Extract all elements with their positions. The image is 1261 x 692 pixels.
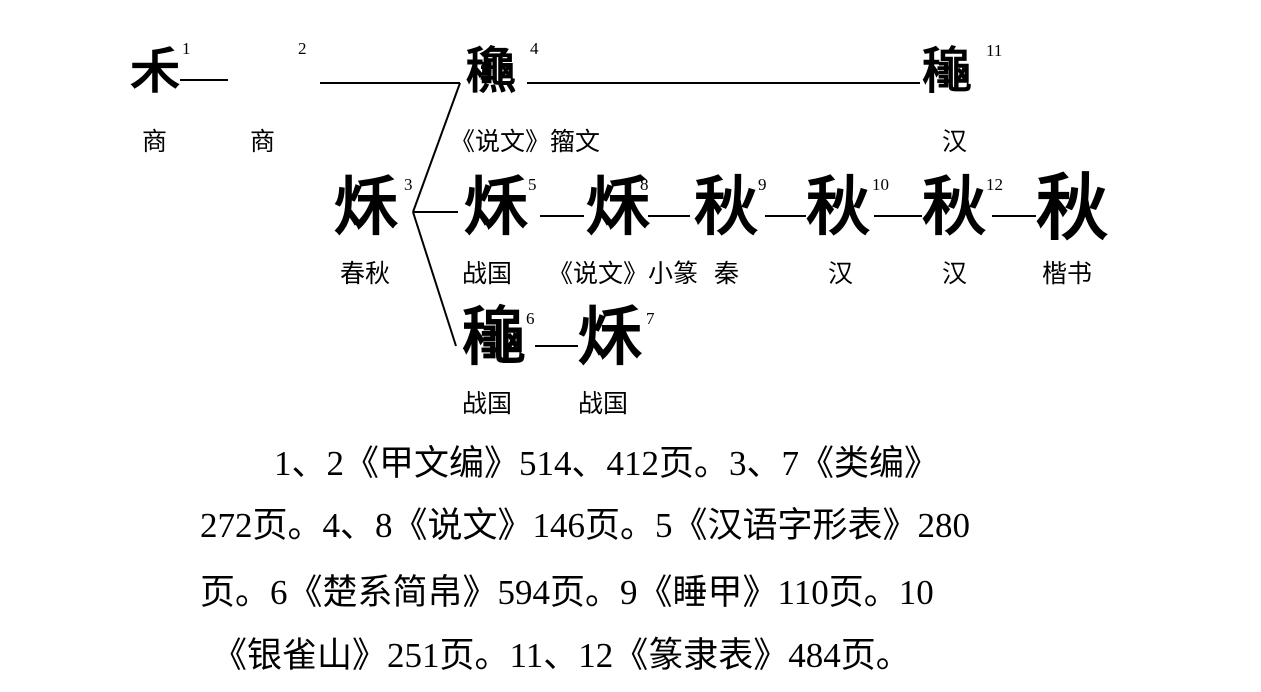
node-number-7: 7: [646, 310, 655, 327]
source-note-line-2: 272页。4、8《说文》146页。5《汉语字形表》280: [200, 496, 970, 556]
edge-branch-down: [413, 212, 456, 346]
node-number-2: 2: [298, 40, 307, 57]
source-note-line-1: 1、2《甲文编》514、412页。3、7《类编》: [274, 434, 939, 494]
node-label-kaishu: 楷书: [1042, 262, 1092, 287]
node-label-7: 战国: [578, 392, 628, 417]
node-label-9: 秦: [714, 262, 739, 287]
node-label-6: 战国: [462, 392, 512, 417]
node-label-8: 《说文》小篆: [548, 262, 698, 287]
glyph-node-7: 秌: [578, 306, 642, 370]
node-label-12: 汉: [942, 262, 967, 287]
node-number-3: 3: [404, 176, 413, 193]
glyph-node-10: 秋: [806, 176, 870, 240]
glyph-node-6: 龝: [462, 306, 526, 370]
node-number-5: 5: [528, 176, 537, 193]
node-label-2: 商: [250, 130, 275, 155]
glyph-node-9: 秋: [694, 176, 758, 240]
node-label-11: 汉: [942, 130, 967, 155]
node-number-8: 8: [640, 176, 649, 193]
source-note-line-3: 页。6《楚系简帛》594页。9《睡甲》110页。10: [200, 563, 934, 623]
node-label-1: 商: [142, 130, 167, 155]
glyph-node-kaishu: 秋: [1036, 172, 1108, 244]
node-number-4: 4: [530, 40, 539, 57]
node-number-11: 11: [986, 42, 1002, 59]
node-number-1: 1: [182, 40, 191, 57]
glyph-node-3: 秌: [334, 176, 398, 240]
node-number-9: 9: [758, 176, 767, 193]
node-number-10: 10: [872, 176, 889, 193]
node-label-5: 战国: [462, 262, 512, 287]
glyph-node-11: 龝: [922, 46, 972, 96]
node-label-3: 春秋: [340, 262, 390, 287]
node-number-12: 12: [986, 176, 1003, 193]
node-label-10: 汉: [828, 262, 853, 287]
node-number-6: 6: [526, 310, 535, 327]
glyph-node-1: 𥝌: [130, 46, 180, 96]
glyph-node-5: 秌: [464, 176, 528, 240]
source-note-line-4: 《银雀山》251页。11、12《篆隶表》484页。: [212, 626, 911, 686]
glyph-node-12: 秋: [922, 176, 986, 240]
glyph-node-4: 𥤚: [466, 46, 516, 96]
node-label-4: 《说文》籀文: [450, 130, 600, 155]
